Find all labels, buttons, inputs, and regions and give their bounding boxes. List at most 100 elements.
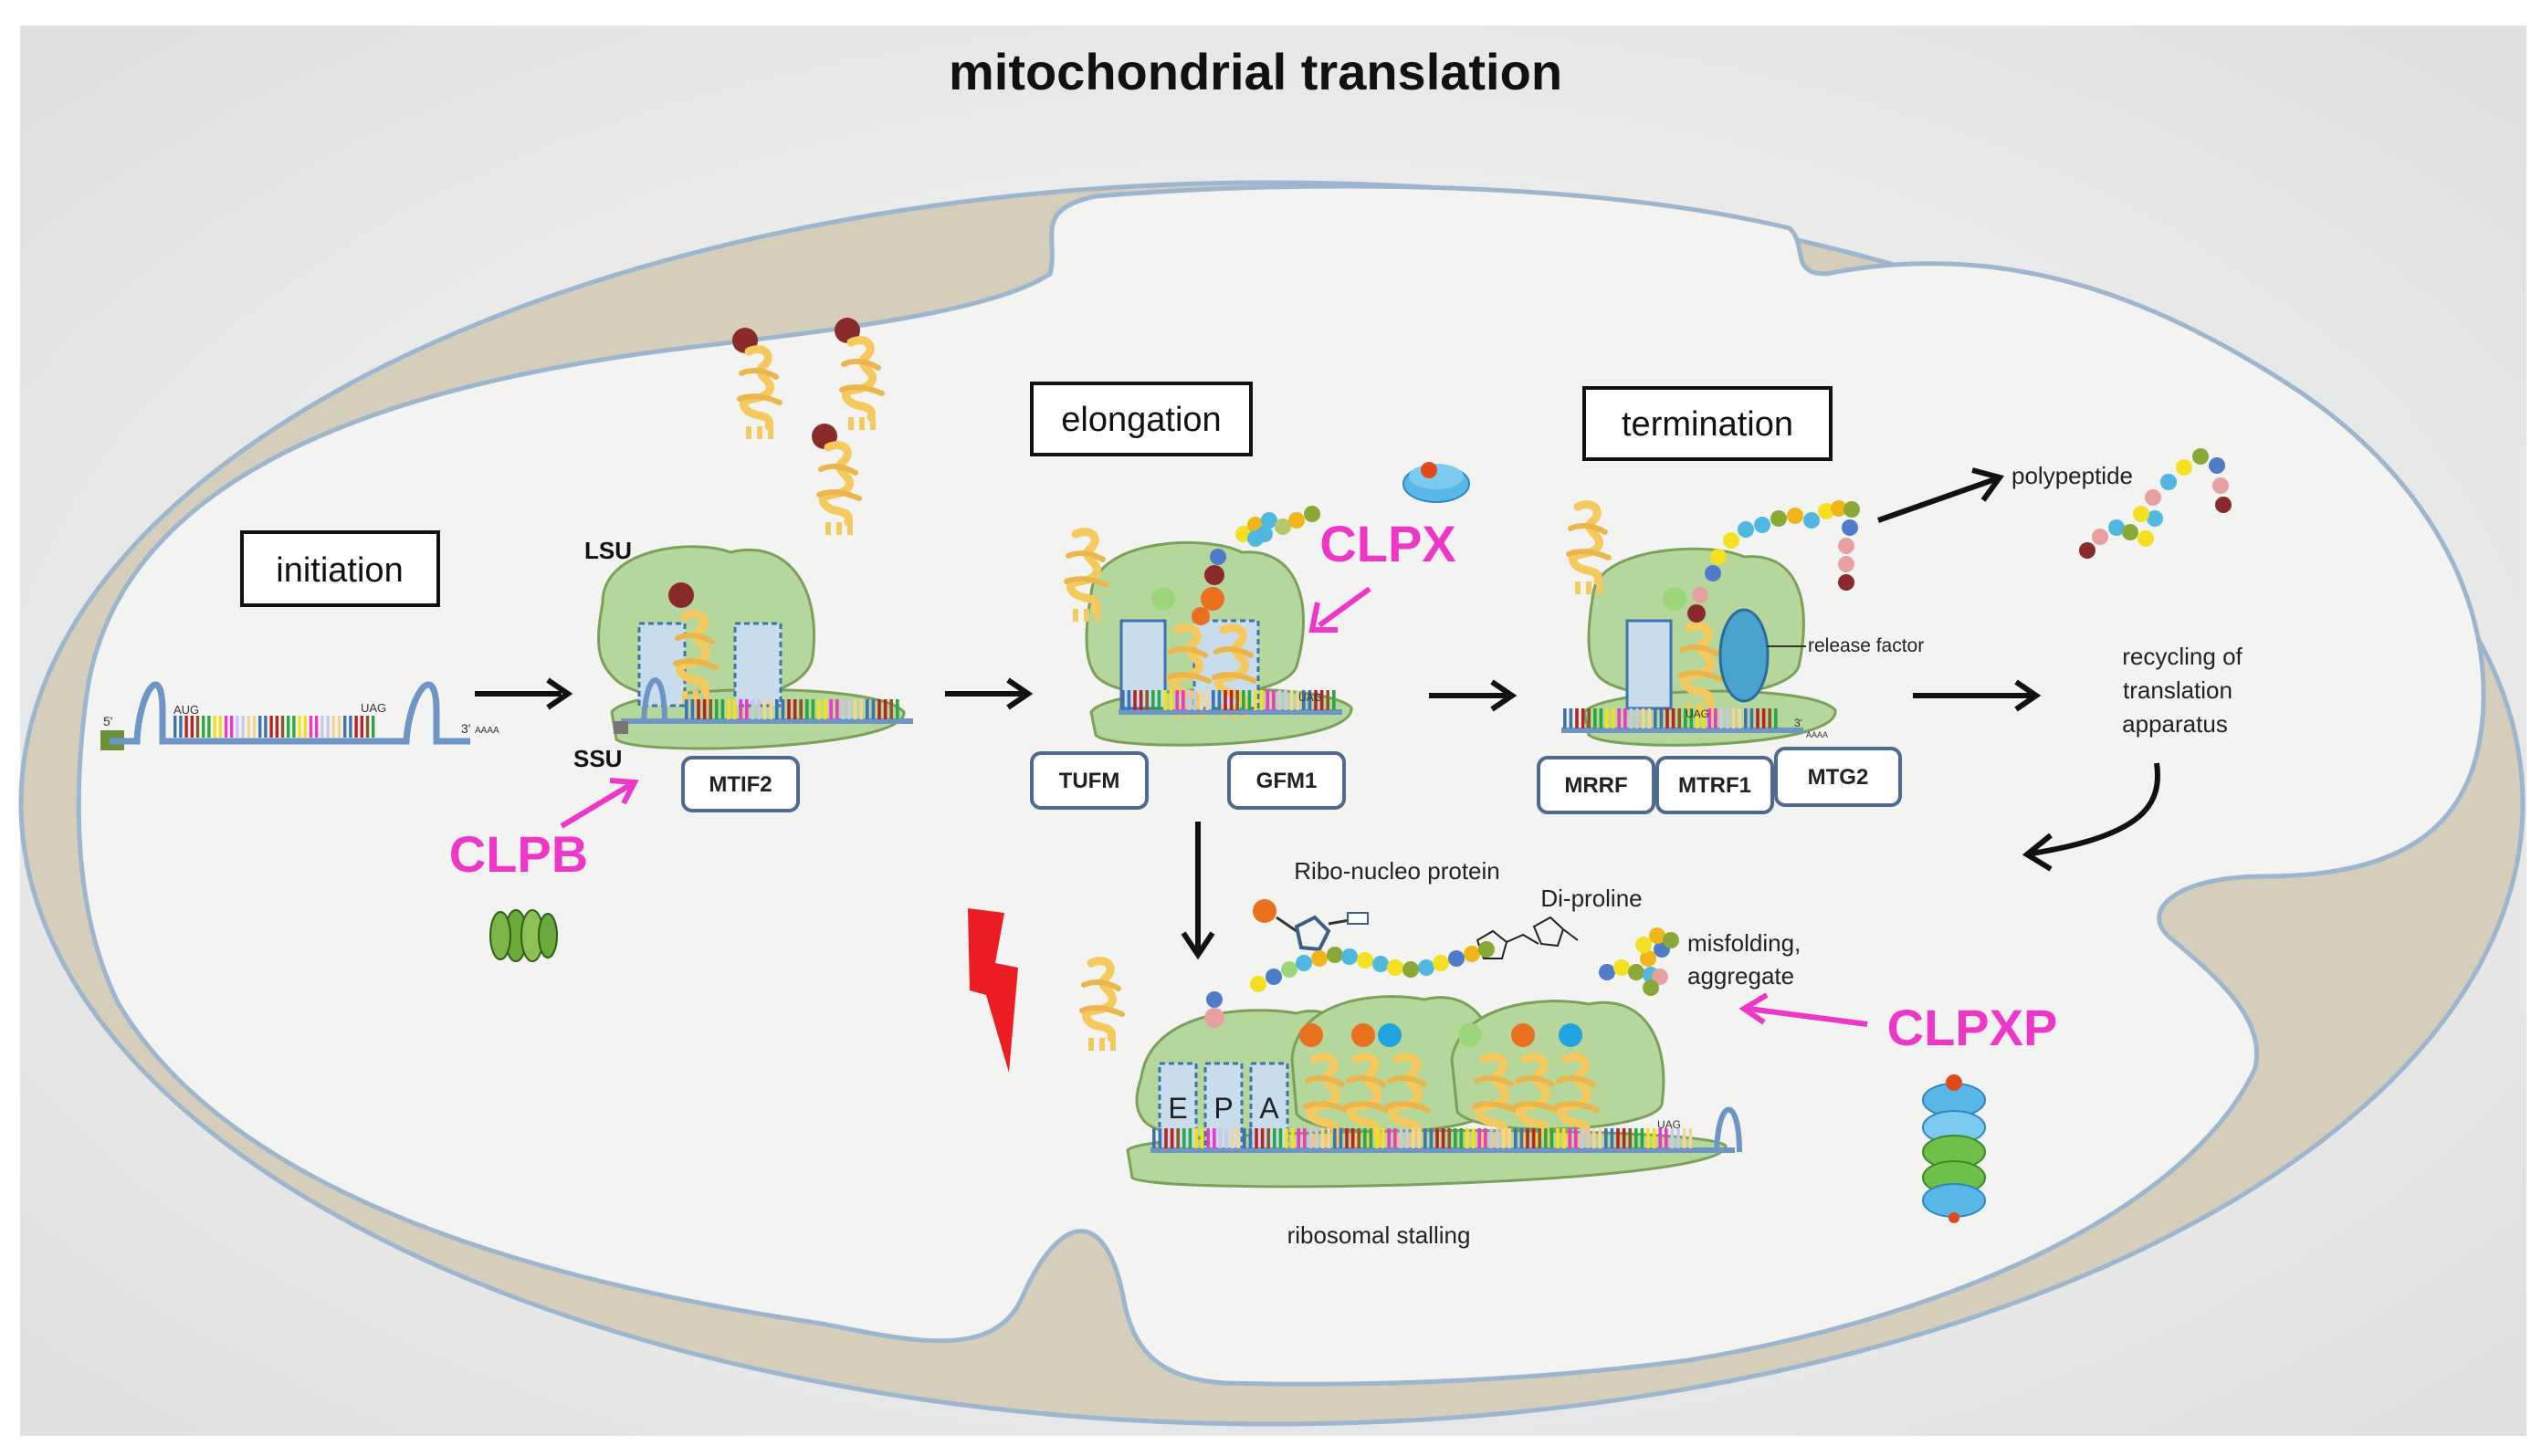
codon-stripe [1646, 1128, 1650, 1148]
codon-stripe [896, 699, 899, 719]
codon-stripe [1575, 708, 1579, 728]
codon-stripe [1749, 708, 1754, 728]
ssu-label: SSU [573, 745, 622, 772]
recycling-label-line2: translation [2123, 676, 2232, 704]
mtif2-box [681, 756, 800, 812]
codon-stripe [1610, 1128, 1614, 1148]
codon-stripe [745, 699, 749, 719]
codon-stripe [1744, 708, 1748, 728]
svg-text:5': 5' [103, 714, 112, 728]
codon-stripe [762, 699, 767, 719]
codon-stripe [1538, 1128, 1542, 1148]
codon-stripe [326, 716, 330, 738]
codon-stripe [1507, 1128, 1512, 1148]
codon-stripe [841, 699, 846, 719]
codon-stripe [287, 716, 290, 738]
codon-stripe [829, 699, 834, 719]
amino-acid-bead [1341, 948, 1358, 965]
codon-stripe [1689, 708, 1694, 728]
codon-stripe [1654, 708, 1657, 728]
codon-stripe [1756, 708, 1759, 728]
mrna-initiation: 5' AUG UAG 3' AAAA [100, 681, 499, 750]
codon-stripe [1259, 690, 1264, 710]
codon-stripe [1248, 1128, 1253, 1148]
codon-stripe [269, 716, 273, 738]
codon-stripe [224, 716, 228, 738]
ribonucleo-protein-label: Ribo-nucleo protein [1294, 857, 1499, 885]
clpxp-label: CLPXP [1887, 999, 2058, 1056]
codon-stripe [349, 716, 352, 738]
svg-text:UAG: UAG [1298, 691, 1322, 704]
stalling-polypeptide-chain [1250, 927, 1679, 996]
codon-stripe [1635, 708, 1639, 728]
codon-stripe [1260, 1128, 1265, 1148]
elongation-label: elongation [1061, 401, 1221, 439]
codon-stripe [1285, 1128, 1288, 1148]
codon-stripe [1484, 1128, 1487, 1148]
codon-stripe [1145, 690, 1150, 710]
codon-stripe [1363, 1128, 1367, 1148]
codon-stripe [871, 699, 876, 719]
codon-stripe [1357, 1128, 1361, 1148]
codon-stripe [1652, 1128, 1656, 1148]
codon-stripe [1580, 1128, 1584, 1148]
codon-stripe [1701, 708, 1706, 728]
codon-stripe [1726, 708, 1729, 728]
codon-stripe [1273, 1128, 1276, 1148]
amino-acid-bead [1613, 959, 1630, 976]
codon-stripe [1175, 690, 1180, 710]
clpxp-complex-icon [1922, 1074, 1986, 1223]
codon-stripe [1544, 1128, 1548, 1148]
di-proline-label: Di-proline [1540, 885, 1642, 912]
recycling-label-line3: apparatus [2122, 710, 2228, 738]
codon-stripe [1176, 1128, 1181, 1148]
codon-stripe [241, 716, 245, 738]
ribosome-elongation: UAG [1066, 506, 1353, 747]
codon-stripe [1665, 708, 1669, 728]
codon-stripe [1254, 690, 1257, 710]
codon-stripe [1459, 1128, 1464, 1148]
codon-stripe [365, 716, 370, 738]
stalled-ribosomes: UAG [1082, 961, 1742, 1189]
codon-stripe [1247, 690, 1252, 710]
codon-stripe [1738, 708, 1742, 728]
svg-text:UAG: UAG [361, 701, 386, 715]
amino-acid-bead [1635, 937, 1652, 953]
mtif2-label: MTIF2 [709, 772, 772, 797]
initiation-label: initiation [276, 551, 403, 590]
codon-stripe [1164, 1128, 1168, 1148]
codon-stripe [1671, 708, 1675, 728]
clpx-arrow [1318, 586, 1371, 628]
codon-stripe [1375, 1128, 1379, 1148]
codon-stripe [1599, 708, 1603, 728]
codon-stripe [1332, 690, 1336, 710]
codon-stripe [866, 699, 869, 719]
codon-stripe [1277, 690, 1282, 710]
codon-stripe [1731, 708, 1736, 728]
svg-text:AAAA: AAAA [1806, 730, 1828, 739]
codon-stripe [1229, 690, 1234, 710]
codon-stripe [720, 699, 725, 719]
codon-stripe [190, 716, 194, 738]
codon-stripe [1501, 1128, 1506, 1148]
amino-acid-bead [1464, 946, 1480, 962]
codon-stripe [1205, 690, 1210, 710]
codon-stripe [805, 699, 809, 719]
codon-stripe [1676, 1128, 1680, 1148]
codon-stripe [1290, 1128, 1295, 1148]
ribosome-termination: UAG 3' AAAA [1561, 500, 1860, 747]
codon-stripe [1665, 1128, 1668, 1148]
codon-stripe [303, 716, 308, 738]
codon-stripe [1549, 1128, 1554, 1148]
codon-stripe [1212, 690, 1215, 710]
codon-stripe [1591, 1128, 1596, 1148]
codon-stripe [799, 699, 804, 719]
codon-stripe [1417, 1128, 1422, 1148]
codon-stripe [320, 716, 324, 738]
codon-stripe [1581, 708, 1585, 728]
codon-stripe [331, 716, 336, 738]
codon-stripe [1387, 1128, 1392, 1148]
codon-stripe [258, 716, 262, 738]
codon-stripe [1224, 690, 1227, 710]
codon-stripe [1454, 1128, 1457, 1148]
